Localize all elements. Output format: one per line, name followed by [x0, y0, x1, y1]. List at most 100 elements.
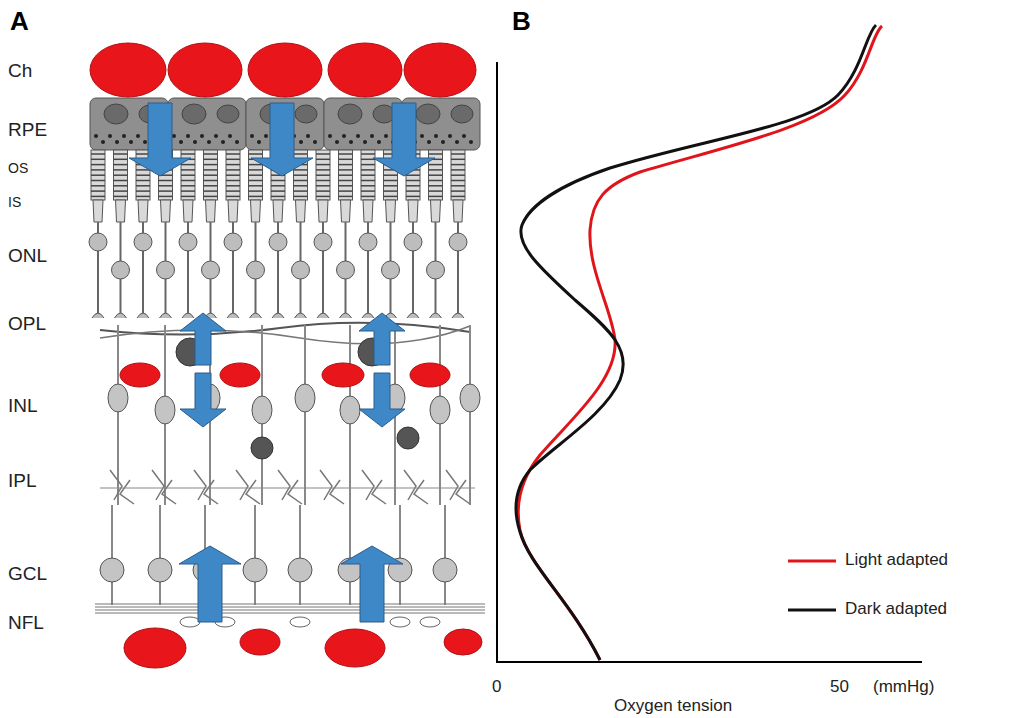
photoreceptor-soma	[112, 261, 130, 279]
cell-stroke	[429, 196, 443, 198]
pigment-granule	[356, 134, 360, 138]
pigment-granule	[370, 134, 374, 138]
cell-stroke	[446, 470, 470, 504]
photoreceptor-soma	[179, 233, 197, 251]
cell-stroke	[271, 196, 285, 198]
cell-stroke	[100, 326, 470, 344]
inl-cell	[430, 396, 450, 424]
cell-stroke	[181, 190, 195, 192]
inner-segment	[228, 200, 238, 222]
cell-stroke	[361, 185, 375, 187]
cell-stroke	[204, 159, 218, 161]
layer-label: ONL	[8, 246, 47, 265]
cell-stroke	[339, 164, 353, 166]
legend-text: Dark adapted	[845, 600, 947, 617]
ganglion-cell	[100, 558, 124, 582]
pigment-granule	[221, 140, 225, 144]
pigment-granule	[172, 134, 176, 138]
legend-text: Light adapted	[845, 551, 948, 568]
cell-stroke	[159, 180, 173, 182]
panel-letter: B	[512, 8, 531, 34]
pigment-granule	[469, 140, 473, 144]
cell-stroke	[339, 180, 353, 182]
rpe-nucleus	[104, 104, 128, 124]
cell-stroke	[316, 196, 330, 198]
layer-label: INL	[8, 396, 38, 415]
cell-stroke	[429, 164, 443, 166]
pigment-granule	[257, 140, 261, 144]
cell-stroke	[91, 185, 105, 187]
pigment-granule	[420, 134, 424, 138]
photoreceptor-soma	[89, 233, 107, 251]
panel-letter: A	[10, 8, 29, 34]
ganglion-cell	[243, 558, 267, 582]
pigment-granule	[179, 140, 183, 144]
cell-stroke	[114, 174, 128, 176]
cell-stroke	[114, 164, 128, 166]
cell-stroke	[91, 169, 105, 171]
cell-stroke	[204, 164, 218, 166]
cell-stroke	[249, 169, 263, 171]
layer-label: OS	[8, 161, 28, 175]
layer-label: RPE	[8, 120, 47, 139]
cell-stroke	[181, 180, 195, 182]
axis-label: 50	[830, 678, 849, 695]
cell-stroke	[136, 190, 150, 192]
synaptic-terminal	[295, 313, 307, 318]
cell-stroke	[91, 164, 105, 166]
pigment-granule	[427, 140, 431, 144]
cell-stroke	[114, 159, 128, 161]
cell-stroke	[451, 180, 465, 182]
muller-endfoot	[390, 617, 410, 627]
axis-label: Oxygen tension	[614, 697, 732, 714]
axis-label: 0	[492, 678, 501, 695]
cell-stroke	[316, 174, 330, 176]
inner-segment	[161, 200, 171, 222]
cell-stroke	[429, 153, 443, 155]
axis-label: (mmHg)	[873, 678, 934, 695]
cell-stroke	[444, 505, 446, 605]
oxygen-arrow	[341, 546, 403, 622]
pigment-granule	[200, 134, 204, 138]
rpe-cell	[168, 98, 246, 150]
rpe-nucleus	[338, 104, 362, 124]
cell-stroke	[406, 196, 420, 198]
pigment-granule	[129, 140, 133, 144]
cell-stroke	[91, 153, 105, 155]
legend-line-sample	[788, 560, 836, 563]
blood-vessels	[90, 43, 482, 668]
cell-stroke	[204, 190, 218, 192]
cell-stroke	[226, 153, 240, 155]
pigment-granule	[313, 140, 317, 144]
cell-stroke	[159, 505, 161, 605]
cell-stroke	[114, 180, 128, 182]
retina-cells	[89, 98, 485, 627]
photoreceptor-soma	[134, 233, 152, 251]
synaptic-terminal	[407, 313, 419, 318]
choroid-vessel	[404, 43, 476, 97]
pigment-granule	[462, 134, 466, 138]
photoreceptor-soma	[314, 233, 332, 251]
cell-stroke	[100, 487, 475, 488]
cell-stroke	[339, 153, 353, 155]
cell-stroke	[226, 180, 240, 182]
capillary	[322, 363, 364, 387]
cell-stroke	[91, 174, 105, 176]
cell-stroke	[339, 185, 353, 187]
cell-stroke	[194, 470, 218, 504]
ganglion-cell	[433, 558, 457, 582]
choroid-vessel	[90, 43, 166, 97]
cell-stroke	[406, 180, 420, 182]
layer-label: IPL	[8, 471, 37, 490]
light-adapted-curve	[518, 26, 882, 660]
synaptic-terminal	[137, 313, 149, 318]
pigment-granule	[342, 134, 346, 138]
cell-stroke	[316, 185, 330, 187]
inner-segment	[453, 200, 463, 222]
cell-stroke	[136, 180, 150, 182]
cell-stroke	[406, 174, 420, 176]
cell-stroke	[451, 185, 465, 187]
photoreceptor-soma	[359, 233, 377, 251]
pigment-granule	[214, 134, 218, 138]
cell-stroke	[339, 174, 353, 176]
